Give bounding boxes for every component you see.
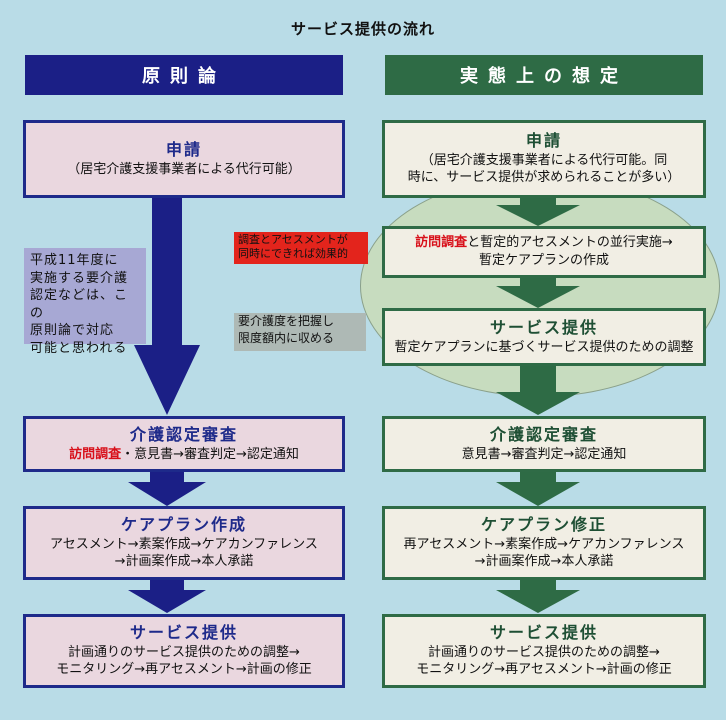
middle-red-note: 調査とアセスメントが 同時にできれば効果的 bbox=[234, 232, 368, 264]
right-arrow-3 bbox=[496, 366, 580, 415]
left-apply-box: 申請 （居宅介護支援事業者による代行可能） bbox=[23, 120, 345, 198]
right-survey-line-2: 暫定ケアプランの作成 bbox=[478, 253, 609, 268]
left-note-line-2: 実施する要介護 bbox=[30, 270, 129, 286]
left-careplan-line-2: →計画案作成→本人承諾 bbox=[114, 554, 254, 570]
left-apply-text: （居宅介護支援事業者による代行可能） bbox=[67, 161, 301, 177]
left-careplan-heading: ケアプラン作成 bbox=[120, 515, 247, 535]
right-column-header: 実態上の想定 bbox=[385, 55, 703, 95]
right-service-line-1: 計画通りのサービス提供のための調整→ bbox=[428, 644, 660, 660]
left-note-line-5: 可能と思われる bbox=[30, 340, 128, 356]
left-certification-box: 介護認定審査 訪問調査・意見書→審査判定→認定通知 bbox=[23, 416, 345, 472]
right-arrow-2 bbox=[496, 278, 580, 308]
right-visit-survey-highlight: 訪問調査 bbox=[415, 235, 468, 251]
right-certification-box: 介護認定審査 意見書→審査判定→認定通知 bbox=[382, 416, 706, 472]
right-survey-line-1: 訪問調査と暫定的アセスメントの並行実施→ bbox=[415, 234, 673, 252]
right-apply-line-1: （居宅介護支援事業者による代行可能。同 bbox=[420, 152, 668, 168]
right-apply-heading: 申請 bbox=[525, 131, 562, 151]
left-note-line-3: 認定などは、この bbox=[30, 288, 129, 321]
right-careplan-line-1: 再アセスメント→素案作成→ケアカンファレンス bbox=[403, 536, 685, 552]
right-arrow-4 bbox=[496, 472, 580, 506]
left-note-line-1: 平成11年度に bbox=[30, 253, 119, 268]
right-interim-service-text: 暫定ケアプランに基づくサービス提供のための調整 bbox=[394, 339, 694, 355]
left-service-box: サービス提供 計画通りのサービス提供のための調整→ モニタリング→再アセスメント… bbox=[23, 614, 345, 688]
left-arrow-1 bbox=[134, 198, 200, 415]
left-service-line-2: モニタリング→再アセスメント→計画の修正 bbox=[56, 662, 312, 678]
right-interim-service-box: サービス提供 暫定ケアプランに基づくサービス提供のための調整 bbox=[382, 308, 706, 366]
middle-gray-note-line-2: 限度額内に収める bbox=[238, 331, 335, 346]
right-interim-service-heading: サービス提供 bbox=[489, 317, 598, 337]
right-arrow-1 bbox=[496, 198, 580, 226]
right-careplan-box: ケアプラン修正 再アセスメント→素案作成→ケアカンファレンス →計画案作成→本人… bbox=[382, 506, 706, 580]
left-note-line-4: 原則論で対応 bbox=[30, 323, 115, 339]
left-careplan-box: ケアプラン作成 アセスメント→素案作成→ケアカンファレンス →計画案作成→本人承… bbox=[23, 506, 345, 580]
left-column-header: 原則論 bbox=[25, 55, 343, 95]
middle-gray-note: 要介護度を把握し 限度額内に収める bbox=[234, 313, 366, 351]
left-service-heading: サービス提供 bbox=[129, 623, 238, 643]
right-careplan-line-2: →計画案作成→本人承諾 bbox=[474, 554, 614, 570]
right-service-line-2: モニタリング→再アセスメント→計画の修正 bbox=[416, 662, 672, 678]
left-apply-heading: 申請 bbox=[165, 139, 202, 159]
diagram-title: サービス提供の流れ bbox=[290, 20, 435, 38]
right-service-heading: サービス提供 bbox=[489, 623, 598, 643]
right-survey-box: 訪問調査と暫定的アセスメントの並行実施→ 暫定ケアプランの作成 bbox=[382, 226, 706, 278]
right-service-box: サービス提供 計画通りのサービス提供のための調整→ モニタリング→再アセスメント… bbox=[382, 614, 706, 688]
left-certification-rest: ・意見書→審査判定→認定通知 bbox=[121, 446, 299, 462]
left-visit-survey-highlight: 訪問調査 bbox=[69, 446, 122, 462]
left-service-line-1: 計画通りのサービス提供のための調整→ bbox=[68, 644, 300, 660]
left-certification-heading: 介護認定審査 bbox=[129, 424, 238, 444]
right-arrow-5 bbox=[496, 580, 580, 613]
right-certification-text: 意見書→審査判定→認定通知 bbox=[461, 446, 627, 462]
right-apply-box: 申請 （居宅介護支援事業者による代行可能。同 時に、サービス提供が求められること… bbox=[382, 120, 706, 198]
middle-red-note-line-1: 調査とアセスメントが bbox=[238, 233, 348, 246]
left-careplan-line-1: アセスメント→素案作成→ケアカンファレンス bbox=[50, 536, 318, 552]
left-certification-text: 訪問調査・意見書→審査判定→認定通知 bbox=[69, 446, 299, 464]
left-side-note: 平成11年度に 実施する要介護 認定などは、この 原則論で対応 可能と思われる bbox=[24, 248, 146, 356]
middle-gray-note-line-1: 要介護度を把握し bbox=[238, 314, 335, 328]
right-certification-heading: 介護認定審査 bbox=[489, 424, 598, 444]
right-careplan-heading: ケアプラン修正 bbox=[480, 515, 607, 535]
right-survey-rest: と暫定的アセスメントの並行実施→ bbox=[467, 235, 673, 251]
middle-red-note-line-2: 同時にできれば効果的 bbox=[238, 247, 348, 261]
left-arrow-3 bbox=[128, 580, 206, 613]
left-arrow-2 bbox=[128, 472, 206, 506]
right-apply-line-2: 時に、サービス提供が求められることが多い） bbox=[407, 170, 681, 186]
